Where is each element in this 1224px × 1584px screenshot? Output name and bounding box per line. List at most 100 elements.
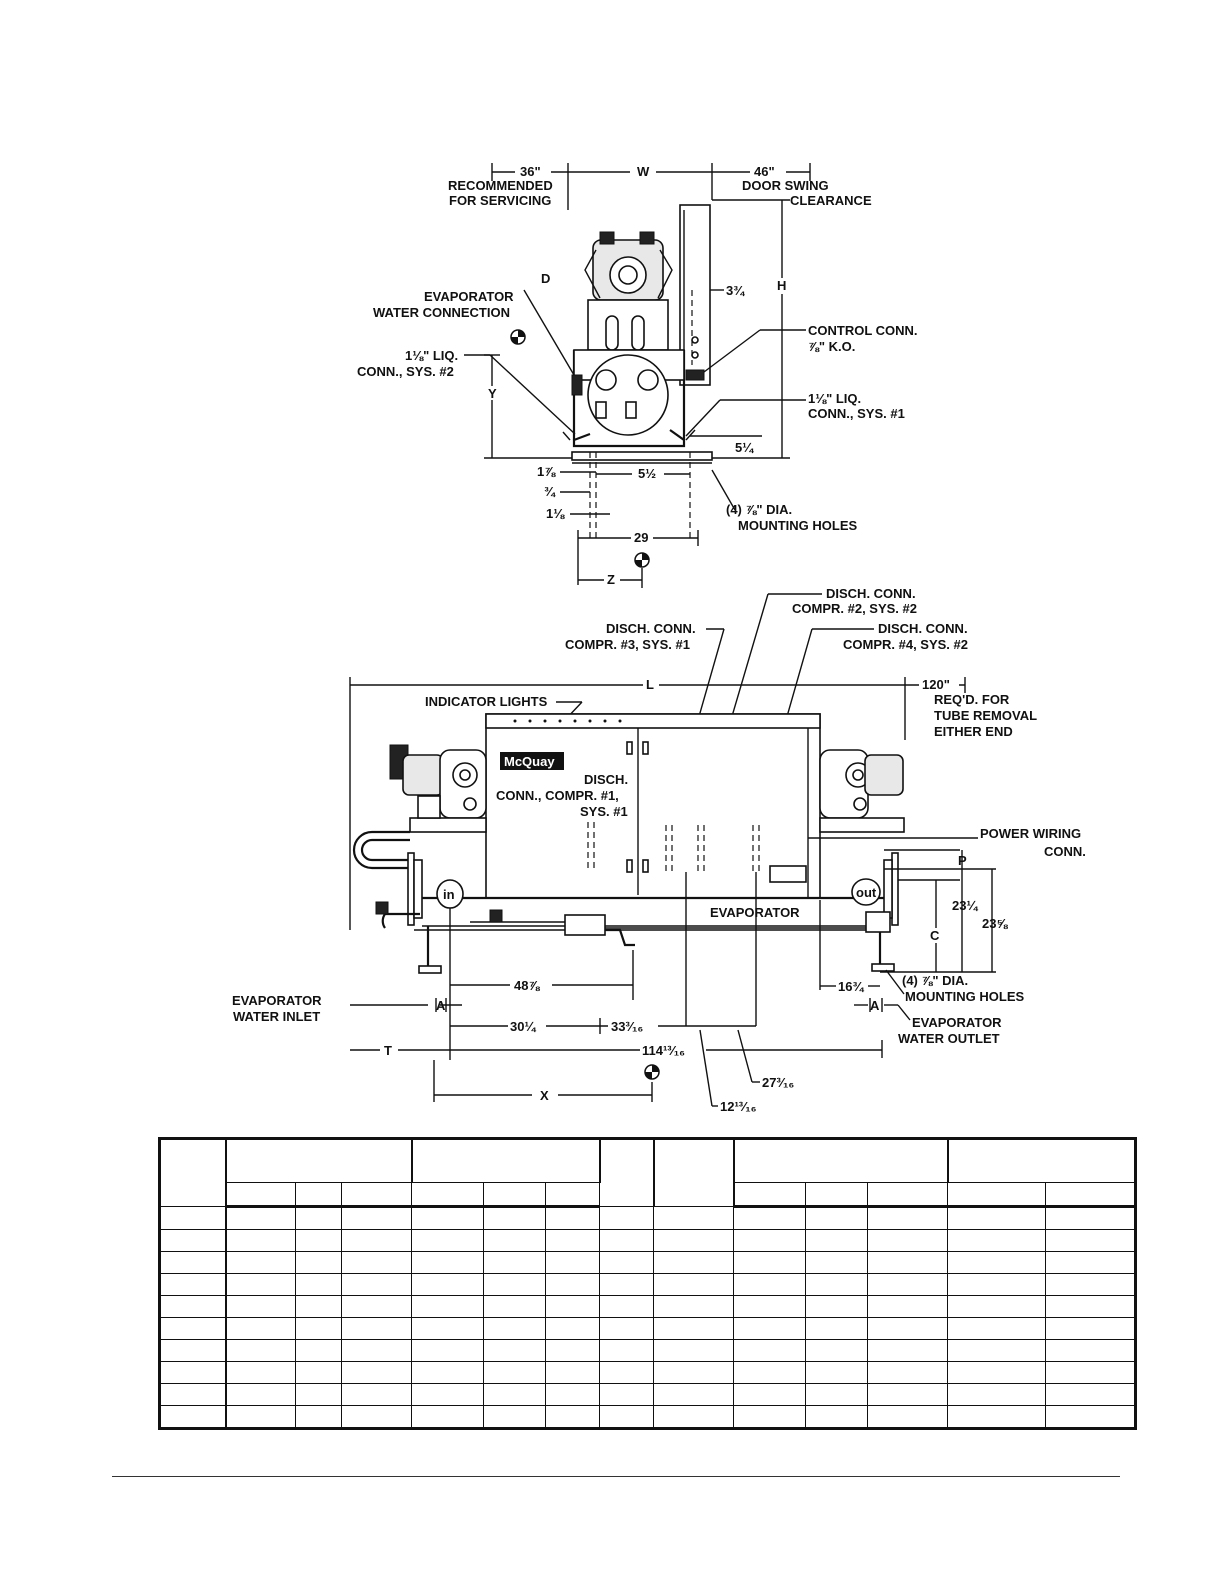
water-inlet-nozzle: in [436,879,464,909]
table-cell [545,1251,601,1274]
table-cell [159,1360,227,1384]
table-cell [340,1251,413,1274]
table-cell [1045,1294,1137,1318]
table-cell [867,1205,949,1231]
dim-1-1-8: 1⅛ [546,506,565,521]
table-cell [867,1251,949,1274]
disch-c4-label-2: COMPR. #4, SYS. #2 [843,637,968,652]
brand-text: McQuay [504,754,555,769]
table-cell [545,1273,601,1296]
tube-label-3: EITHER END [934,724,1013,739]
table-row [159,1316,1137,1340]
table-cell [599,1382,655,1406]
table-cell [483,1205,547,1231]
table-cell [805,1251,869,1274]
table-cell [653,1382,735,1406]
table-cell [159,1316,227,1340]
dim-p: P [958,853,967,868]
mcquay-logo: McQuay [500,752,564,770]
table-cell [295,1338,342,1362]
table-cell [545,1338,601,1362]
dim-48-7-8: 48⅞ [514,978,540,993]
table-cell [653,1316,735,1340]
dim-5-1-2: 5½ [638,466,656,481]
table-header-cell [483,1182,547,1208]
table-cell [411,1360,485,1384]
table-cell [225,1316,296,1340]
table-cell [1045,1316,1137,1340]
table-cell [483,1382,547,1406]
dim-a-left: A [436,998,446,1013]
disch-c1-label-1: DISCH. [584,772,628,787]
table-cell [733,1360,807,1384]
table-cell [340,1229,413,1253]
table-cell [947,1205,1047,1231]
table-cell [1045,1338,1137,1362]
table-cell [805,1273,869,1296]
table-cell [867,1360,949,1384]
disch-sys2-label-1: DISCH. CONN. [826,586,916,601]
disch-c1-label-3: SYS. #1 [580,804,628,819]
dim-t: T [384,1043,392,1058]
table-cell [225,1251,296,1274]
table-cell [805,1316,869,1340]
table-cell [867,1316,949,1340]
table-row [159,1382,1137,1406]
table-cell [340,1205,413,1231]
table-cell [545,1294,601,1318]
table-cell [225,1229,296,1253]
table-cell [805,1294,869,1318]
side-mount-holes-label-2: MOUNTING HOLES [905,989,1024,1004]
table-cell [340,1382,413,1406]
tube-label-2: TUBE REMOVAL [934,708,1037,723]
table-row [159,1360,1137,1384]
table-cell [545,1404,601,1430]
disch-c3-label-2: COMPR. #3, SYS. #1 [565,637,690,652]
table-cell [225,1404,296,1430]
table-cell [653,1360,735,1384]
table-cell [599,1360,655,1384]
table-cell [411,1229,485,1253]
table-cell [340,1316,413,1340]
table-cell [733,1273,807,1296]
table-cell [545,1316,601,1340]
table-cell [653,1294,735,1318]
table-cell [947,1273,1047,1296]
table-cell [545,1360,601,1384]
table-cell [483,1404,547,1430]
table-cell [483,1294,547,1318]
dim-12-13-16: 12¹³⁄₁₆ [720,1099,757,1114]
table-cell [159,1273,227,1296]
table-cell [225,1294,296,1318]
table-cell [483,1316,547,1340]
dim-16-3-4: 16¾ [838,979,864,994]
table-cell [947,1338,1047,1362]
table-cell [599,1404,655,1430]
table-cell [599,1338,655,1362]
table-cell [295,1316,342,1340]
table-row [159,1251,1137,1274]
table-cell [340,1404,413,1430]
table-cell [653,1205,735,1231]
table-cell [411,1382,485,1406]
table-cell [295,1205,342,1231]
table-cell [947,1316,1047,1340]
liq-sys1-label-2: CONN., SYS. #1 [808,406,905,421]
table-cell [411,1294,485,1318]
water-outlet-nozzle: out [851,878,881,906]
liq-sys2-label-1: 1⅛" LIQ. [405,348,458,363]
dim-x: X [540,1088,549,1103]
evap-outlet-label-1: EVAPORATOR [912,1015,1002,1030]
dim-30-1-4: 30¼ [510,1019,536,1034]
dim-29: 29 [634,530,648,545]
table-cell [733,1382,807,1406]
table-cell [159,1205,227,1231]
dim-1-7-8: 1⅞ [537,464,556,479]
table-cell [1045,1273,1137,1296]
table-cell [867,1338,949,1362]
power-label-2: CONN. [1044,844,1086,859]
table-cell [1045,1229,1137,1253]
table-cell [805,1360,869,1384]
table-cell [805,1382,869,1406]
table-header-cell [599,1138,655,1207]
